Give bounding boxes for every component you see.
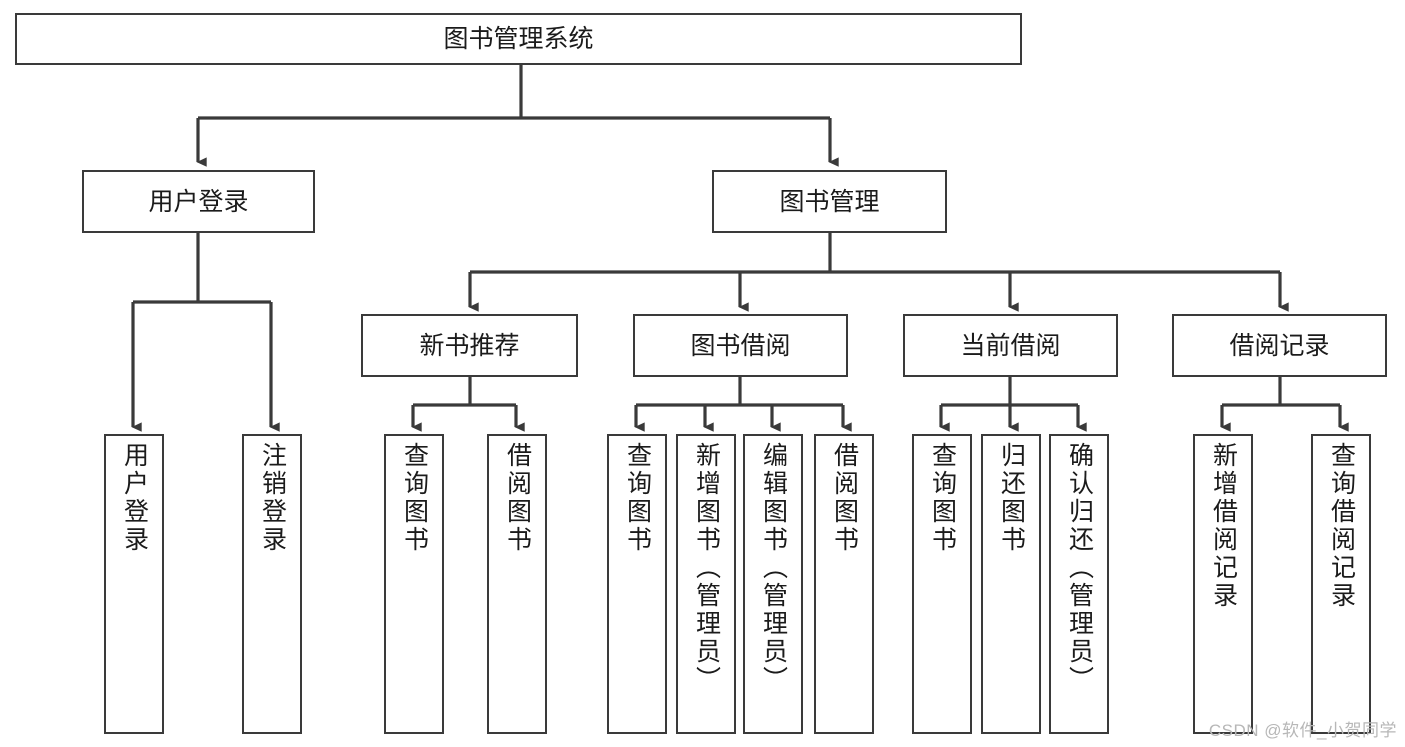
leaf-query-book-3[interactable]: 查询图书: [912, 434, 972, 734]
node-label: 查询图书: [623, 442, 652, 554]
leaf-borrow-book-2[interactable]: 借阅图书: [814, 434, 874, 734]
leaf-borrow-book-1[interactable]: 借阅图书: [487, 434, 547, 734]
node-book-borrow[interactable]: 图书借阅: [633, 314, 848, 377]
leaf-query-borrow-record[interactable]: 查询借阅记录: [1311, 434, 1371, 734]
node-label: 编辑图书（管理员）: [759, 442, 788, 694]
node-label: 新书推荐: [419, 331, 520, 360]
node-label: 图书管理: [779, 187, 880, 216]
leaf-return-book[interactable]: 归还图书: [981, 434, 1041, 734]
node-current-borrow[interactable]: 当前借阅: [903, 314, 1118, 377]
node-label: 查询图书: [400, 442, 429, 554]
node-root-system[interactable]: 图书管理系统: [15, 13, 1022, 65]
node-label: 借阅图书: [503, 442, 532, 554]
node-label: 新增图书（管理员）: [692, 442, 721, 694]
node-label: 归还图书: [997, 442, 1026, 554]
leaf-query-book-1[interactable]: 查询图书: [384, 434, 444, 734]
node-label: 新增借阅记录: [1209, 442, 1238, 610]
leaf-query-book-2[interactable]: 查询图书: [607, 434, 667, 734]
leaf-add-book[interactable]: 新增图书（管理员）: [676, 434, 736, 734]
node-label: 查询借阅记录: [1327, 442, 1356, 610]
node-label: 用户登录: [120, 442, 149, 554]
node-user-login[interactable]: 用户登录: [82, 170, 315, 233]
node-borrow-record[interactable]: 借阅记录: [1172, 314, 1387, 377]
leaf-confirm-return[interactable]: 确认归还（管理员）: [1049, 434, 1109, 734]
node-label: 确认归还（管理员）: [1065, 442, 1094, 694]
node-label: 图书借阅: [690, 331, 791, 360]
leaf-user-logout[interactable]: 注销登录: [242, 434, 302, 734]
node-book-management[interactable]: 图书管理: [712, 170, 947, 233]
leaf-edit-book[interactable]: 编辑图书（管理员）: [743, 434, 803, 734]
node-label: 借阅记录: [1229, 331, 1330, 360]
node-label: 查询图书: [928, 442, 957, 554]
node-label: 图书管理系统: [443, 25, 594, 53]
node-label: 当前借阅: [960, 331, 1061, 360]
node-label: 用户登录: [148, 187, 249, 216]
node-label: 借阅图书: [830, 442, 859, 554]
node-label: 注销登录: [258, 442, 287, 554]
csdn-watermark: CSDN @软件_小贺同学: [1208, 721, 1397, 740]
leaf-add-borrow-record[interactable]: 新增借阅记录: [1193, 434, 1253, 734]
leaf-user-login[interactable]: 用户登录: [104, 434, 164, 734]
node-new-book-recommend[interactable]: 新书推荐: [361, 314, 578, 377]
